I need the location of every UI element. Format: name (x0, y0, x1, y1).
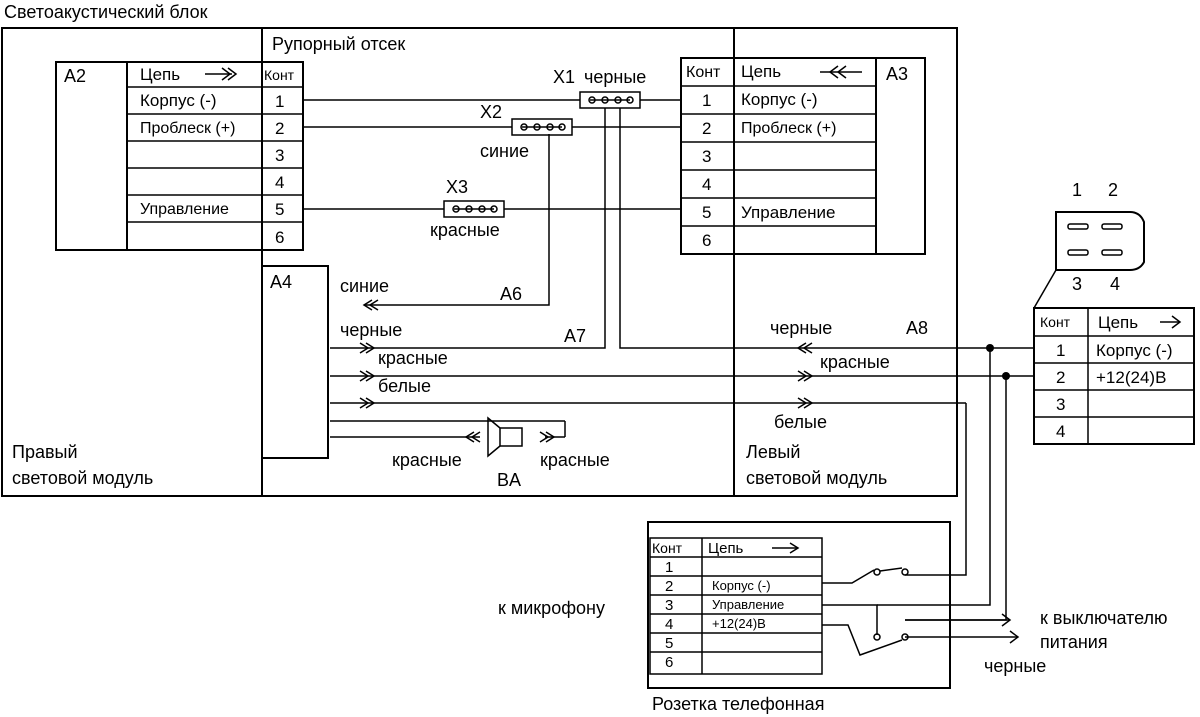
phone-pin-3: 3 (665, 597, 673, 614)
power-pin-number-3: 3 (1072, 274, 1082, 294)
module-a3-pin-1: 1 (702, 91, 711, 110)
speaker-right-wire: красные (540, 450, 610, 470)
module-a3-circuit-1: Корпус (-) (741, 90, 818, 109)
connector-x3-color: красные (430, 220, 500, 240)
power-pin-number-4: 4 (1110, 274, 1120, 294)
harness-a7-id: A7 (564, 326, 586, 346)
phone-pin-2: 2 (665, 578, 673, 595)
harness-a6-wire: синие (340, 276, 389, 296)
harness-a6-id: A6 (500, 284, 522, 304)
module-a3-pin-2: 2 (702, 119, 711, 138)
connector-x2-id: X2 (480, 102, 502, 122)
outgoing-arrow-icon (205, 67, 238, 81)
power-circuit-1: Корпус (-) (1096, 341, 1173, 360)
module-a3-pin-3: 3 (702, 147, 711, 166)
module-a3-id: A3 (886, 64, 908, 84)
power-pin-4: 4 (1056, 422, 1065, 441)
outgoing-arrow-icon (772, 542, 800, 554)
module-a2-pin-3: 3 (275, 146, 284, 165)
power-pin-3: 3 (1056, 395, 1065, 414)
power-pin-number-1: 1 (1072, 180, 1082, 200)
harness-a8-wire-black: черные (770, 318, 832, 338)
connector-x3-id: X3 (446, 177, 468, 197)
module-a3: Конт Цепь A3 1 2 3 4 5 6 Корпус (-) Проб… (680, 57, 926, 255)
module-a2-header-circuit: Цепь (140, 65, 180, 84)
module-a2-circuit-5: Управление (140, 201, 229, 218)
power-pin-number-2: 2 (1108, 180, 1118, 200)
incoming-arrow-icon (820, 65, 862, 79)
power-header-pin: Конт (1040, 314, 1071, 330)
module-a2-circuit-2: Проблеск (+) (140, 120, 235, 137)
phone-socket-label: Розетка телефонная (652, 694, 824, 714)
outgoing-arrow-icon (1160, 315, 1182, 329)
harness-a7-wire-red: красные (378, 348, 448, 368)
phone-pin-1: 1 (665, 559, 673, 576)
right-module-label-line1: Правый (12, 442, 78, 462)
phone-circuit-2: Корпус (-) (712, 578, 771, 593)
phone-circuit-3: Управление (712, 597, 784, 612)
harness-a8-wire-white: белые (774, 412, 827, 432)
harness-a6-a7-wires (330, 299, 967, 576)
module-a3-frame (680, 57, 926, 255)
phone-pin-6: 6 (665, 654, 673, 671)
phone-header-pin: Конт (652, 540, 683, 556)
module-a2-circuit-1: Корпус (-) (140, 91, 217, 110)
phone-socket (647, 521, 951, 689)
block-title: Светоакустический блок (4, 2, 208, 22)
phone-pin-5: 5 (665, 635, 673, 652)
left-module-label-line2: световой модуль (746, 468, 887, 488)
to-power-switch-line2: питания (1040, 632, 1108, 652)
block-frame (1, 27, 958, 497)
module-a3-pin-6: 6 (702, 231, 711, 250)
module-a2-frame (55, 61, 304, 251)
module-a3-pin-4: 4 (702, 175, 711, 194)
connector-x1-id: X1 (553, 67, 575, 87)
harness-a7-wire-white: белые (378, 376, 431, 396)
module-a2-pin-2: 2 (275, 119, 284, 138)
module-a3-header-circuit: Цепь (741, 62, 781, 81)
module-a2-header-pin: Конт (264, 67, 295, 83)
external-wires (800, 344, 1034, 656)
module-a2-pin-5: 5 (275, 200, 284, 219)
module-a3-header-pin: Конт (686, 64, 721, 81)
module-a3-circuit-2: Проблеск (+) (741, 120, 836, 137)
connector-x3 (443, 200, 505, 218)
connector-x2-color: синие (480, 141, 529, 161)
phone-circuit-4: +12(24)В (712, 616, 766, 631)
wires-a2-a3 (303, 99, 800, 349)
harness-a8-wire-red: красные (820, 352, 890, 372)
module-a2-pin-6: 6 (275, 228, 284, 247)
phone-pin-4: 4 (665, 616, 673, 633)
connector-x1-color: черные (584, 67, 646, 87)
connector-x2 (511, 118, 573, 136)
connector-x1 (579, 91, 641, 109)
speaker-id: BA (497, 470, 521, 490)
harness-a8-id: A8 (906, 318, 928, 338)
power-connector (1033, 211, 1195, 445)
speaker-icon (464, 416, 556, 458)
module-a2-pin-1: 1 (275, 92, 284, 111)
speaker-left-wire: красные (392, 450, 462, 470)
to-power-switch-line1: к выключателю (1040, 608, 1168, 628)
harness-a7-wire-black: черные (340, 320, 402, 340)
to-microphone-label: к микрофону (498, 598, 605, 618)
power-pin-1: 1 (1056, 341, 1065, 360)
module-a4-frame (261, 265, 329, 459)
bottom-wire-color: черные (984, 656, 1046, 676)
module-a3-circuit-5: Управление (741, 203, 836, 222)
module-a3-pin-5: 5 (702, 203, 711, 222)
power-circuit-2: +12(24)В (1096, 368, 1166, 387)
power-pin-2: 2 (1056, 368, 1065, 387)
module-a2-pin-4: 4 (275, 173, 284, 192)
right-module-label-line2: световой модуль (12, 468, 153, 488)
module-a2: A2 Цепь Конт 1 2 3 4 5 6 Корпус (-) Проб… (55, 61, 304, 251)
module-a4-id: A4 (270, 272, 292, 292)
phone-header-circuit: Цепь (708, 540, 744, 557)
horn-compartment-label: Рупорный отсек (272, 34, 405, 54)
module-a2-id: A2 (64, 66, 86, 86)
power-header-circuit: Цепь (1098, 313, 1138, 332)
left-module-label-line1: Левый (746, 442, 800, 462)
